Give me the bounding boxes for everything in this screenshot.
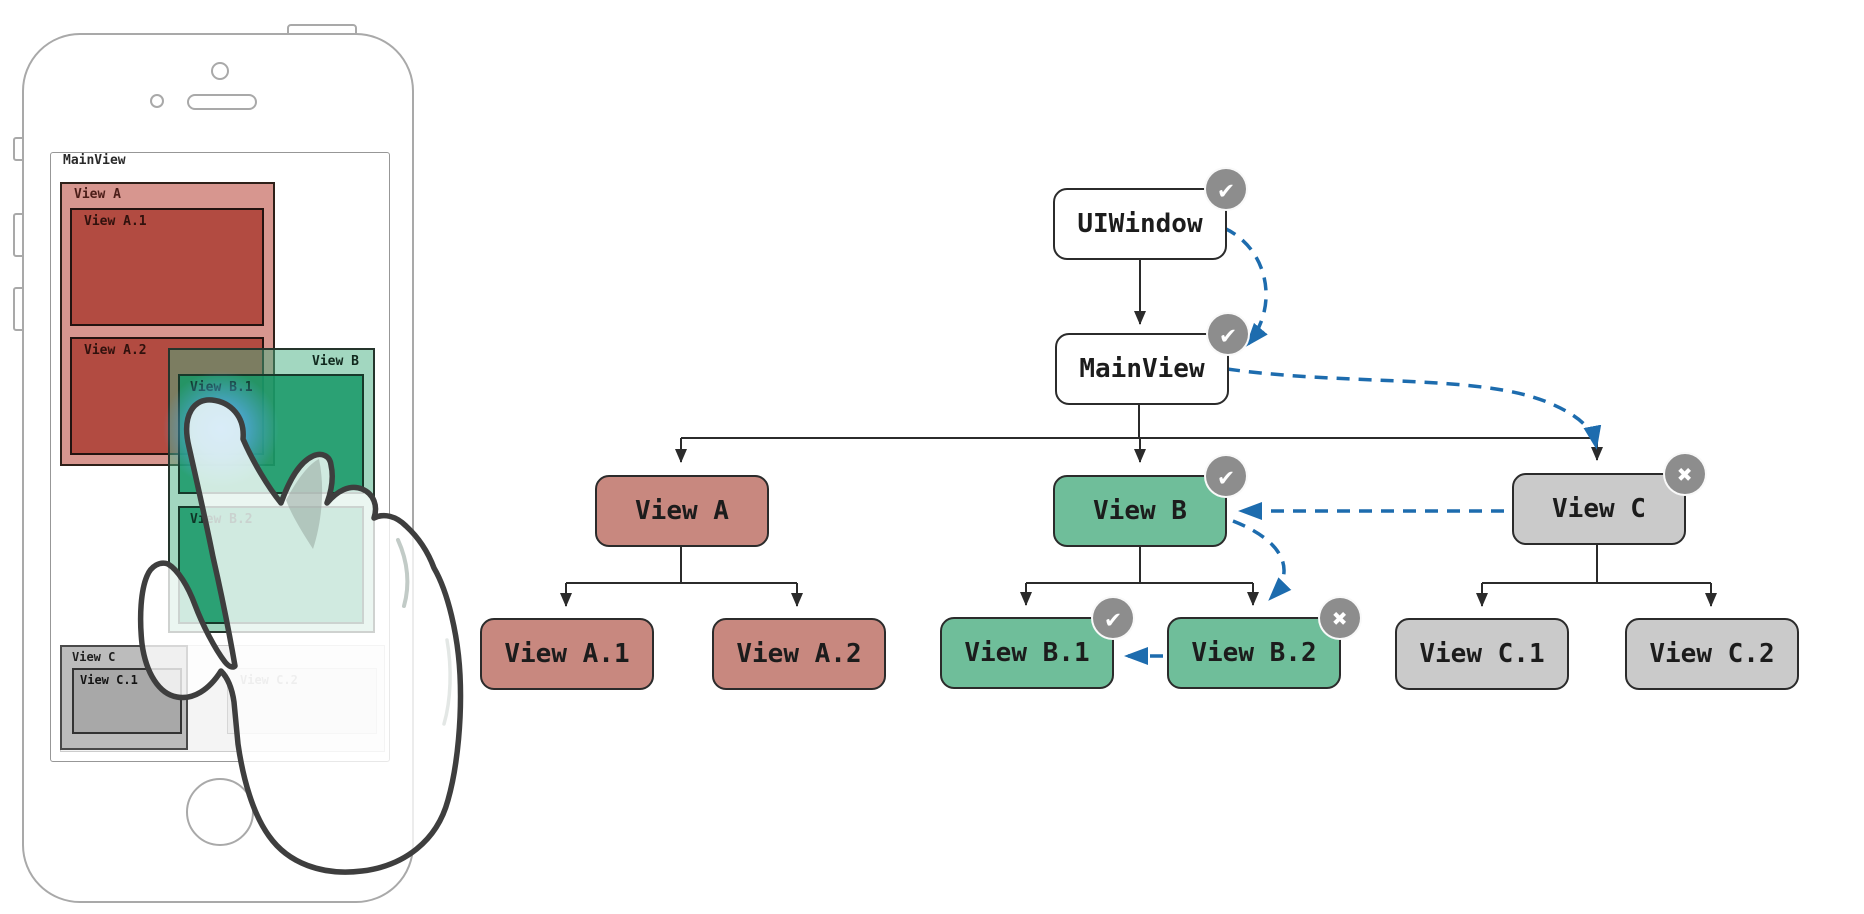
node-view-a: View A bbox=[595, 475, 769, 547]
phone-view-c2-label: View C.2 bbox=[240, 673, 298, 687]
hit-test-traversal-arrows bbox=[1124, 226, 1602, 665]
node-view-b1-label: View B.1 bbox=[964, 638, 1090, 668]
node-view-b1: View B.1 ✔ bbox=[940, 596, 1135, 689]
phone-view-b-label: View B bbox=[312, 354, 359, 369]
phone-view-a1 bbox=[70, 208, 264, 326]
cross-badge: ✖ bbox=[1318, 596, 1362, 640]
check-badge: ✔ bbox=[1206, 312, 1250, 356]
hit-test-arrow-view-b-to-view-b2 bbox=[1232, 519, 1292, 601]
phone-view-c-label: View C bbox=[72, 650, 116, 664]
cross-badge: ✖ bbox=[1663, 452, 1707, 496]
phone-view-a2-label: View A.2 bbox=[84, 343, 147, 358]
check-badge: ✔ bbox=[1091, 596, 1135, 640]
phone-view-a-label: View A bbox=[74, 187, 121, 202]
node-view-c2-label: View C.2 bbox=[1649, 639, 1775, 669]
phone-home-button bbox=[186, 778, 254, 846]
node-view-b2: View B.2 ✖ bbox=[1167, 596, 1362, 689]
node-mainview-label: MainView bbox=[1079, 354, 1205, 384]
phone-view-c1-label: View C.1 bbox=[80, 673, 138, 687]
node-view-b-label: View B bbox=[1093, 496, 1187, 526]
phone-mainview-label: MainView bbox=[63, 153, 126, 168]
node-view-b: View B ✔ bbox=[1053, 454, 1248, 547]
node-view-c: View C ✖ bbox=[1512, 452, 1707, 545]
node-view-b2-label: View B.2 bbox=[1191, 638, 1317, 668]
node-view-a1-label: View A.1 bbox=[504, 639, 630, 669]
node-view-c1: View C.1 bbox=[1395, 618, 1569, 690]
node-view-c2: View C.2 bbox=[1625, 618, 1799, 690]
node-view-a2: View A.2 bbox=[712, 618, 886, 690]
node-view-a-label: View A bbox=[635, 496, 729, 526]
node-uiwindow: UIWindow ✔ bbox=[1053, 167, 1248, 260]
node-view-a1: View A.1 bbox=[480, 618, 654, 690]
phone-view-b1-label: View B.1 bbox=[190, 380, 253, 395]
check-badge: ✔ bbox=[1204, 167, 1248, 211]
node-uiwindow-label: UIWindow bbox=[1077, 209, 1203, 239]
check-badge: ✔ bbox=[1204, 454, 1248, 498]
view-hierarchy-tree-edges bbox=[560, 258, 1717, 607]
phone-front-camera bbox=[211, 62, 229, 80]
phone-sensor-dot bbox=[150, 94, 164, 108]
phone-view-b2-label: View B.2 bbox=[190, 512, 253, 527]
phone-view-a1-label: View A.1 bbox=[84, 214, 147, 229]
node-view-c1-label: View C.1 bbox=[1419, 639, 1545, 669]
node-mainview: MainView ✔ bbox=[1055, 312, 1250, 405]
node-view-a2-label: View A.2 bbox=[736, 639, 862, 669]
hit-test-arrow-mainview-to-view-c bbox=[1226, 367, 1602, 450]
phone-earpiece-speaker bbox=[187, 94, 257, 110]
node-view-c-label: View C bbox=[1552, 494, 1646, 524]
hit-test-arrow-uiwindow-to-mainview bbox=[1223, 226, 1268, 348]
